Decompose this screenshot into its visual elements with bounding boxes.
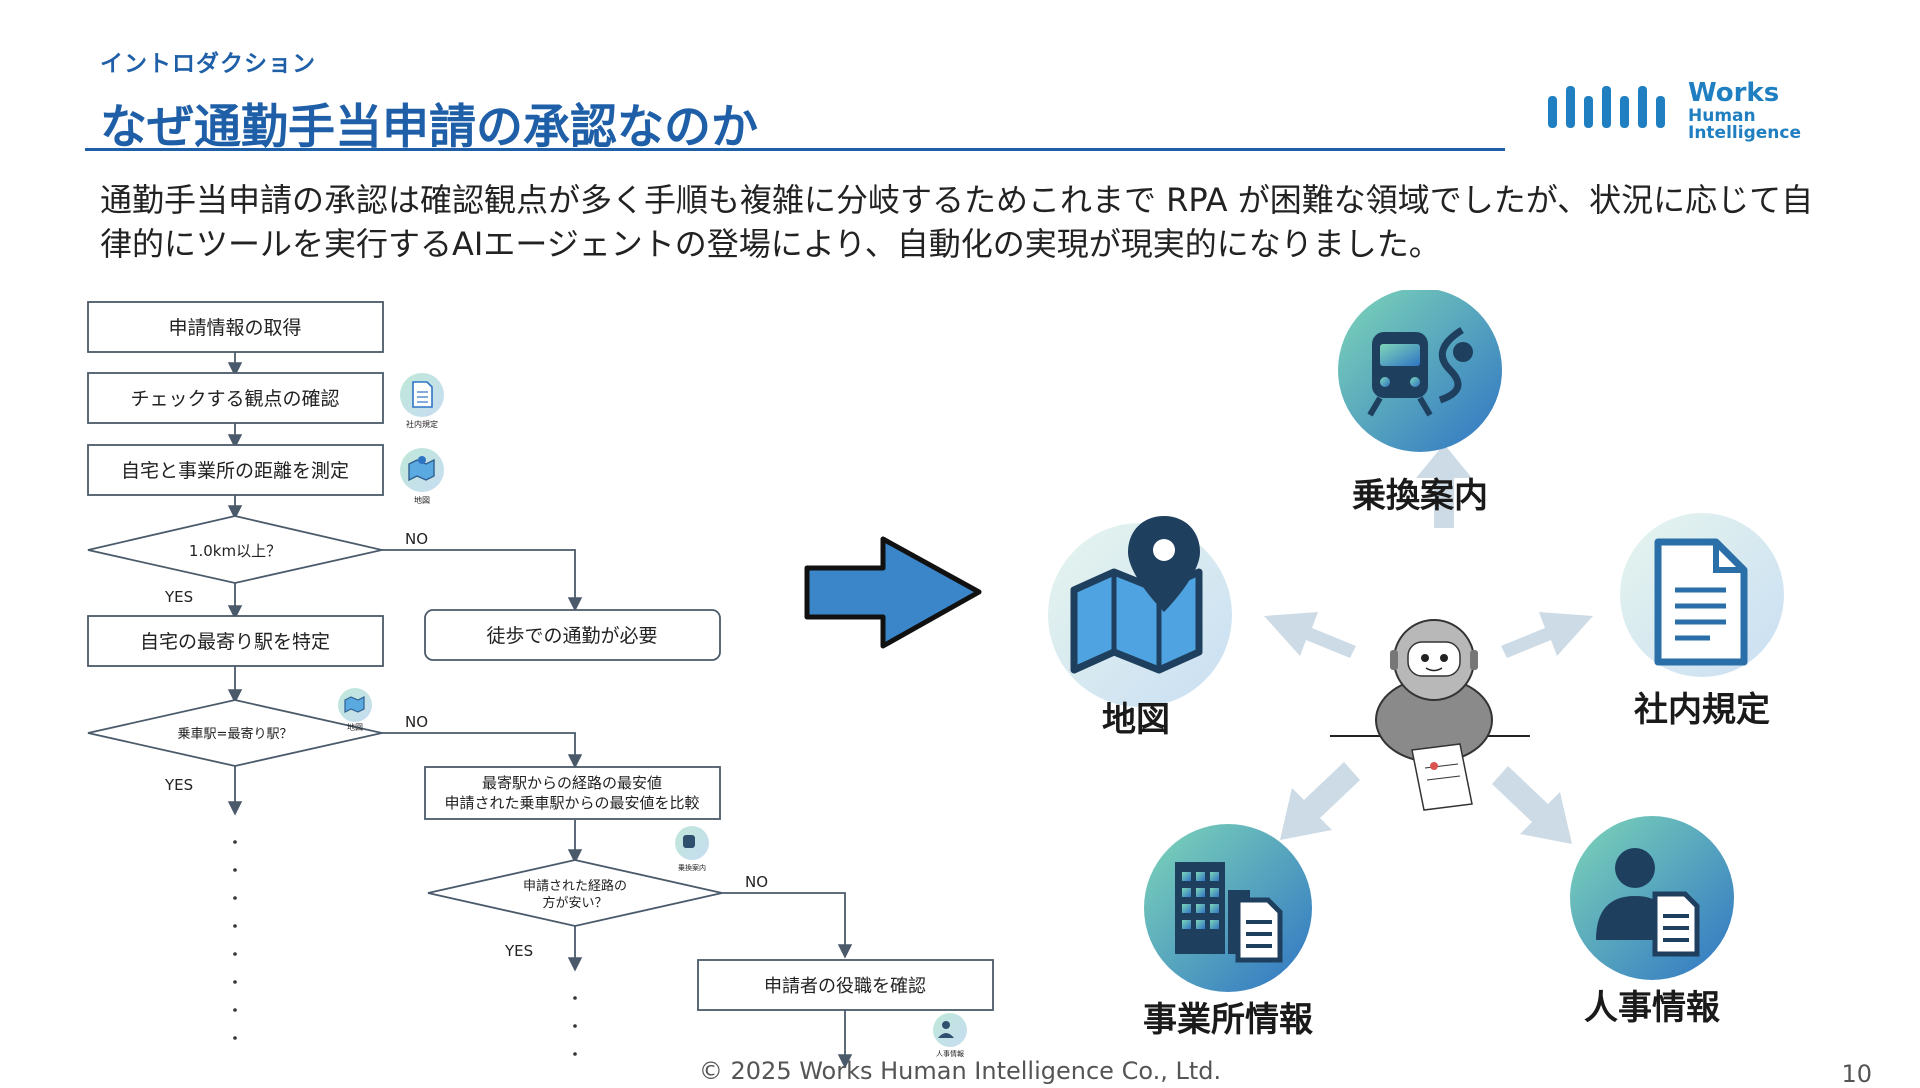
decision-label: 方が安い？ bbox=[542, 895, 607, 911]
step-label: チェックする観点の確認 bbox=[130, 388, 339, 410]
branch-yes: YES bbox=[164, 588, 193, 606]
pointer-arrows bbox=[1264, 444, 1593, 844]
logo-mark-icon bbox=[1548, 86, 1665, 128]
step-compare-fares bbox=[424, 766, 721, 820]
step-check-role bbox=[697, 959, 994, 1011]
flow-connectors bbox=[227, 352, 853, 1069]
map-tool-icon bbox=[1048, 516, 1232, 707]
ai-robot-icon bbox=[1330, 619, 1530, 811]
decision-label: 乗車駅=最寄り駅？ bbox=[178, 726, 293, 742]
step-label: 申請者の役職を確認 bbox=[764, 976, 926, 997]
tools-graphics bbox=[1048, 290, 1784, 992]
map-tool-label: 地図 bbox=[1102, 700, 1170, 740]
step-label: 申請された乗車駅からの最安値を比較 bbox=[444, 794, 699, 812]
page-title: なぜ通勤手当申請の承認なのか bbox=[100, 100, 758, 155]
section-kicker: イントロダクション bbox=[100, 51, 316, 77]
logo-line2: Human Intelligence bbox=[1688, 106, 1801, 143]
branch-no: NO bbox=[405, 713, 428, 731]
decision-over-1km bbox=[87, 515, 383, 584]
small-hr-icon: 人事情報 bbox=[933, 1013, 967, 1058]
title-underline bbox=[85, 148, 1505, 151]
branch-no: NO bbox=[405, 530, 428, 548]
small-transit-icon: 乗換案内 bbox=[675, 826, 709, 872]
step-label: 自宅と事業所の距離を測定 bbox=[121, 460, 349, 482]
office-tool-label: 事業所情報 bbox=[1143, 1000, 1313, 1040]
decision-label: 申請された経路の bbox=[523, 878, 627, 894]
step-label: 最寄駅からの経路の最安値 bbox=[482, 774, 662, 792]
step-get-application bbox=[87, 301, 384, 353]
small-rules-icon: 社内規定 bbox=[400, 373, 444, 429]
svg-text:乗換案内: 乗換案内 bbox=[678, 863, 706, 872]
decision-label: 1.0km以上？ bbox=[189, 542, 281, 560]
page-number: 10 bbox=[1841, 1060, 1872, 1088]
transit-tool-icon bbox=[1338, 290, 1502, 452]
copyright-footer: © 2025 Works Human Intelligence Co., Ltd… bbox=[698, 1057, 1222, 1085]
step-measure-distance bbox=[87, 444, 384, 496]
step-walk-required bbox=[424, 609, 721, 661]
svg-text:地図: 地図 bbox=[347, 722, 363, 732]
decision-cheaper bbox=[427, 859, 723, 927]
step-label: 徒歩での通勤が必要 bbox=[486, 625, 657, 647]
step-label: 自宅の最寄り駅を特定 bbox=[140, 631, 330, 653]
decision-station-match bbox=[87, 699, 383, 767]
approval-flowchart: 申請情報の取得 チェックする観点の確認 自宅と事業所の距離を測定 1.0km以上… bbox=[87, 301, 994, 1069]
rules-tool-label: 社内規定 bbox=[1634, 690, 1770, 730]
transition-arrow-icon bbox=[804, 536, 982, 649]
step-nearest-station bbox=[87, 615, 384, 667]
svg-text:社内規定: 社内規定 bbox=[406, 419, 438, 429]
office-tool-icon bbox=[1144, 824, 1312, 992]
step-check-criteria bbox=[87, 372, 384, 424]
logo-line1: Works bbox=[1688, 78, 1780, 108]
branch-yes: YES bbox=[504, 942, 533, 960]
step-label: 申請情報の取得 bbox=[168, 317, 301, 339]
rules-tool-icon bbox=[1620, 513, 1784, 677]
small-map-icon: 地図 bbox=[400, 448, 444, 505]
agent-tools-diagram: 乗換案内 地図 社内規定 事業所情報 人事情報 bbox=[1030, 290, 1830, 1050]
hr-tool-label: 人事情報 bbox=[1584, 988, 1720, 1028]
logo-wordmark: Works Human Intelligence bbox=[1688, 80, 1858, 142]
branch-yes: YES bbox=[164, 776, 193, 794]
svg-text:人事情報: 人事情報 bbox=[936, 1049, 964, 1058]
branch-no: NO bbox=[745, 873, 768, 891]
transit-tool-label: 乗換案内 bbox=[1352, 476, 1488, 516]
svg-text:地図: 地図 bbox=[414, 495, 430, 505]
hr-tool-icon bbox=[1570, 816, 1734, 980]
company-logo: Works Human Intelligence bbox=[1548, 80, 1858, 142]
continuation-dots bbox=[233, 840, 577, 1056]
intro-paragraph: 通勤手当申請の承認は確認観点が多く手順も複雑に分岐するためこれまで RPA が困… bbox=[100, 181, 1814, 263]
small-map-icon: 地図 bbox=[338, 688, 372, 732]
